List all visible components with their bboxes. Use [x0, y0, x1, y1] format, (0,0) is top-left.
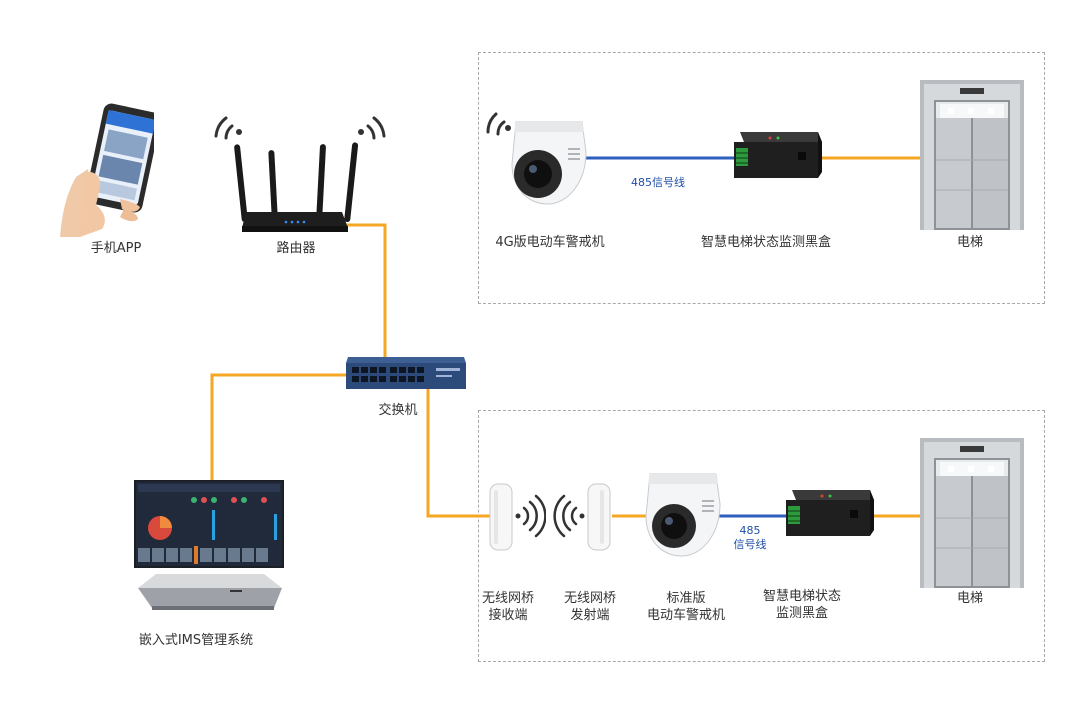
wireless-bridge-icon: [488, 480, 546, 552]
rs485-bottom-label-line2: 信号线: [733, 538, 767, 551]
bridge-rx-label-line2: 接收端: [488, 608, 528, 623]
blackbox-bottom-label-line2: 监测黑盒: [775, 606, 829, 621]
elevator-top-label: 电梯: [956, 235, 984, 250]
wireless-bridge-icon: [552, 480, 616, 552]
dome-camera-icon: [644, 468, 722, 560]
elevator-icon: [920, 438, 1024, 588]
black-box-icon: [782, 486, 874, 542]
smartphone-in-hand-icon: [50, 103, 154, 237]
bridge-rx-label-line1: 无线网桥: [481, 591, 535, 606]
bottom-group-box: [478, 410, 1045, 662]
blackbox-bottom-label-line1: 智慧电梯状态: [762, 589, 842, 604]
bridge-tx-label-line1: 无线网桥: [563, 591, 617, 606]
switch-bridge-link: [426, 388, 494, 518]
elevator-icon: [920, 80, 1024, 230]
black-box-icon: [730, 128, 822, 184]
top-group-box: [478, 52, 1045, 304]
camera-std-label-line2: 电动车警戒机: [646, 608, 726, 623]
camera-4g-label: 4G版电动车警戒机: [495, 235, 605, 250]
ims-label: 嵌入式IMS管理系统: [138, 633, 254, 648]
monitor-and-server-icon: [134, 478, 286, 614]
router-switch-link: [340, 223, 387, 358]
rs485-top-label: 485信号线: [631, 176, 685, 189]
network-switch-icon: [344, 355, 468, 391]
bridge-tx-label-line2: 发射端: [570, 608, 610, 623]
camera-std-label-line1: 标准版: [666, 591, 706, 606]
blackbox-top-label: 智慧电梯状态监测黑盒: [700, 235, 832, 250]
rs485-bottom-label-line1: 485: [739, 524, 761, 537]
wifi-router-icon: [212, 104, 388, 236]
switch-ims-link: [210, 373, 348, 480]
switch-label: 交换机: [378, 403, 418, 418]
router-label: 路由器: [276, 241, 316, 256]
phone-app-label: 手机APP: [90, 241, 142, 256]
elevator-bottom-label: 电梯: [956, 591, 984, 606]
dome-camera-icon: [486, 108, 590, 208]
